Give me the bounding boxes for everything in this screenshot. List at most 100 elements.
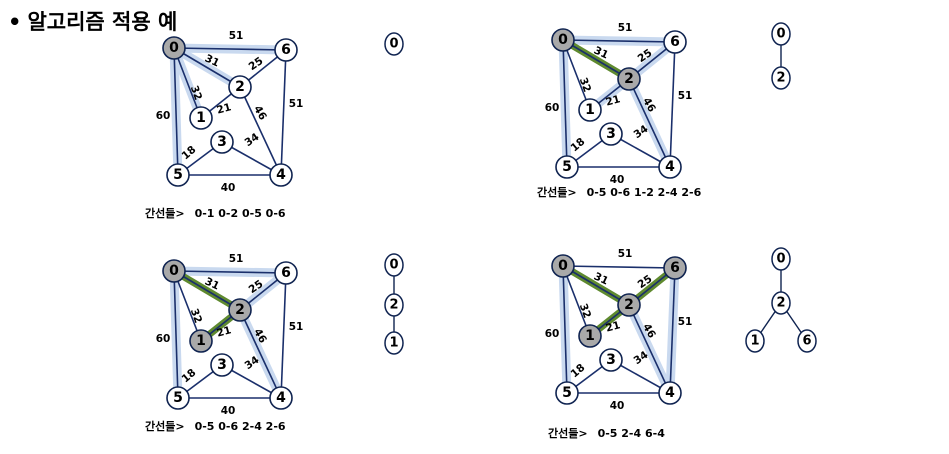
graph-node-2-label: 2 bbox=[235, 302, 245, 318]
edge-weight-6-4: 51 bbox=[678, 316, 693, 328]
edge-weight-0-6: 51 bbox=[229, 253, 244, 265]
edge-0-1 bbox=[562, 265, 591, 337]
graph-node-3 bbox=[599, 122, 623, 146]
graph-node-3-label: 3 bbox=[217, 134, 227, 150]
graph-node-1-label: 1 bbox=[196, 333, 206, 349]
graph-node-0 bbox=[551, 28, 575, 52]
edge-weight-0-2: 31 bbox=[592, 270, 610, 287]
tree-node-0 bbox=[384, 32, 404, 56]
graph-node-2 bbox=[617, 293, 641, 317]
graph-node-6-label: 6 bbox=[281, 265, 291, 281]
edge-0-6 bbox=[562, 265, 676, 269]
graph-node-6 bbox=[663, 30, 687, 54]
edge-0-5 bbox=[173, 270, 179, 399]
edge-weight-0-1: 32 bbox=[188, 307, 204, 325]
edge-weight-0-6: 51 bbox=[618, 248, 633, 260]
graph-node-2-label: 2 bbox=[624, 297, 634, 313]
step-4-caption-label: 간선들> bbox=[548, 426, 588, 440]
graph-node-4 bbox=[269, 163, 293, 187]
edge-weight-1-2: 21 bbox=[215, 101, 232, 116]
edge-0-5 bbox=[173, 47, 179, 176]
edge-weight-1-2: 21 bbox=[604, 319, 621, 334]
tree-node-2 bbox=[384, 293, 404, 317]
edge-2-4 bbox=[628, 78, 671, 168]
graph-node-0 bbox=[162, 36, 186, 60]
tree-node-1-label: 1 bbox=[750, 334, 759, 349]
graph-node-3-label: 3 bbox=[606, 352, 616, 368]
step-2-caption-label: 간선들> bbox=[537, 185, 577, 199]
graph-node-2 bbox=[228, 298, 252, 322]
tree-node-2-label: 2 bbox=[776, 71, 785, 86]
graph-node-6-label: 6 bbox=[670, 260, 680, 276]
edge-weight-5-4: 40 bbox=[610, 400, 625, 412]
slide-title: •알고리즘 적용 예 bbox=[8, 6, 177, 36]
graph-node-2-label: 2 bbox=[235, 79, 245, 95]
graph-node-1-label: 1 bbox=[585, 102, 595, 118]
edge-6-4 bbox=[669, 41, 676, 168]
step-1-caption-label: 간선들> bbox=[145, 206, 185, 220]
tree-node-0-label: 0 bbox=[389, 258, 398, 273]
edge-0-2 bbox=[562, 265, 630, 306]
edge-weight-0-6: 51 bbox=[229, 30, 244, 42]
edge-weight-0-2: 31 bbox=[203, 52, 221, 69]
edge-weight-1-2: 21 bbox=[215, 324, 232, 339]
step-2-caption-edges: 0-5 0-6 1-2 2-4 2-6 bbox=[587, 186, 702, 199]
tree-node-2 bbox=[771, 291, 791, 315]
edge-weight-0-1: 32 bbox=[188, 84, 204, 102]
graph-node-5 bbox=[166, 386, 190, 410]
edge-0-1 bbox=[173, 270, 202, 342]
graph-node-4-label: 4 bbox=[665, 159, 675, 175]
graph-node-2 bbox=[228, 75, 252, 99]
step-3-caption: 간선들> 0-5 0-6 2-4 2-6 bbox=[145, 419, 286, 433]
edge-weight-0-6: 51 bbox=[618, 22, 633, 34]
edge-6-4 bbox=[280, 49, 287, 176]
edge-weight-5-4: 40 bbox=[221, 405, 236, 417]
edge-weight-1-2: 21 bbox=[604, 93, 621, 108]
edge-0-6 bbox=[173, 47, 287, 51]
step-2-caption: 간선들> 0-5 0-6 1-2 2-4 2-6 bbox=[537, 185, 702, 199]
edge-weight-0-5: 60 bbox=[156, 110, 171, 122]
edge-weight-6-4: 51 bbox=[289, 98, 304, 110]
tree-node-0 bbox=[384, 253, 404, 277]
step-1-caption-edges: 0-1 0-2 0-5 0-6 bbox=[195, 207, 286, 220]
step-4-caption-edges: 0-5 2-4 6-4 bbox=[598, 427, 666, 440]
graph-node-5 bbox=[555, 155, 579, 179]
edge-weight-6-4: 51 bbox=[289, 321, 304, 333]
tree-node-2-label: 2 bbox=[776, 296, 785, 311]
tree-node-1-label: 1 bbox=[389, 336, 398, 351]
tree-node-6-label: 6 bbox=[802, 334, 811, 349]
graph-node-3-label: 3 bbox=[217, 357, 227, 373]
step-3-caption-label: 간선들> bbox=[145, 419, 185, 433]
graph-node-3 bbox=[599, 348, 623, 372]
tree-node-2-label: 2 bbox=[389, 298, 398, 313]
edge-0-6 bbox=[173, 270, 287, 274]
step-3-caption-edges: 0-5 0-6 2-4 2-6 bbox=[195, 420, 286, 433]
edge-0-5 bbox=[562, 265, 568, 394]
edge-weight-3-5: 18 bbox=[569, 136, 588, 155]
edge-weight-0-1: 32 bbox=[577, 302, 593, 320]
step-3-mst-tree: 0 2 1 bbox=[384, 253, 404, 355]
graph-node-6-label: 6 bbox=[670, 34, 680, 50]
tree-node-0-label: 0 bbox=[776, 252, 785, 267]
edge-0-1 bbox=[173, 47, 202, 119]
tree-node-0 bbox=[771, 247, 791, 271]
edge-0-5 bbox=[562, 39, 568, 168]
graph-node-5-label: 5 bbox=[562, 159, 572, 175]
edge-2-4 bbox=[628, 304, 671, 394]
graph-node-4-label: 4 bbox=[276, 390, 286, 406]
edge-weight-2-4: 46 bbox=[251, 104, 269, 123]
edge-weight-3-5: 18 bbox=[569, 362, 588, 381]
graph-node-4 bbox=[658, 381, 682, 405]
graph-node-0 bbox=[551, 254, 575, 278]
bullet: • bbox=[8, 10, 22, 34]
graph-node-6 bbox=[274, 261, 298, 285]
graph-node-5 bbox=[555, 381, 579, 405]
edge-weight-2-6: 25 bbox=[247, 55, 266, 73]
edge-weight-0-1: 32 bbox=[577, 76, 593, 94]
tree-node-0 bbox=[771, 22, 791, 46]
edge-2-4 bbox=[239, 309, 282, 399]
